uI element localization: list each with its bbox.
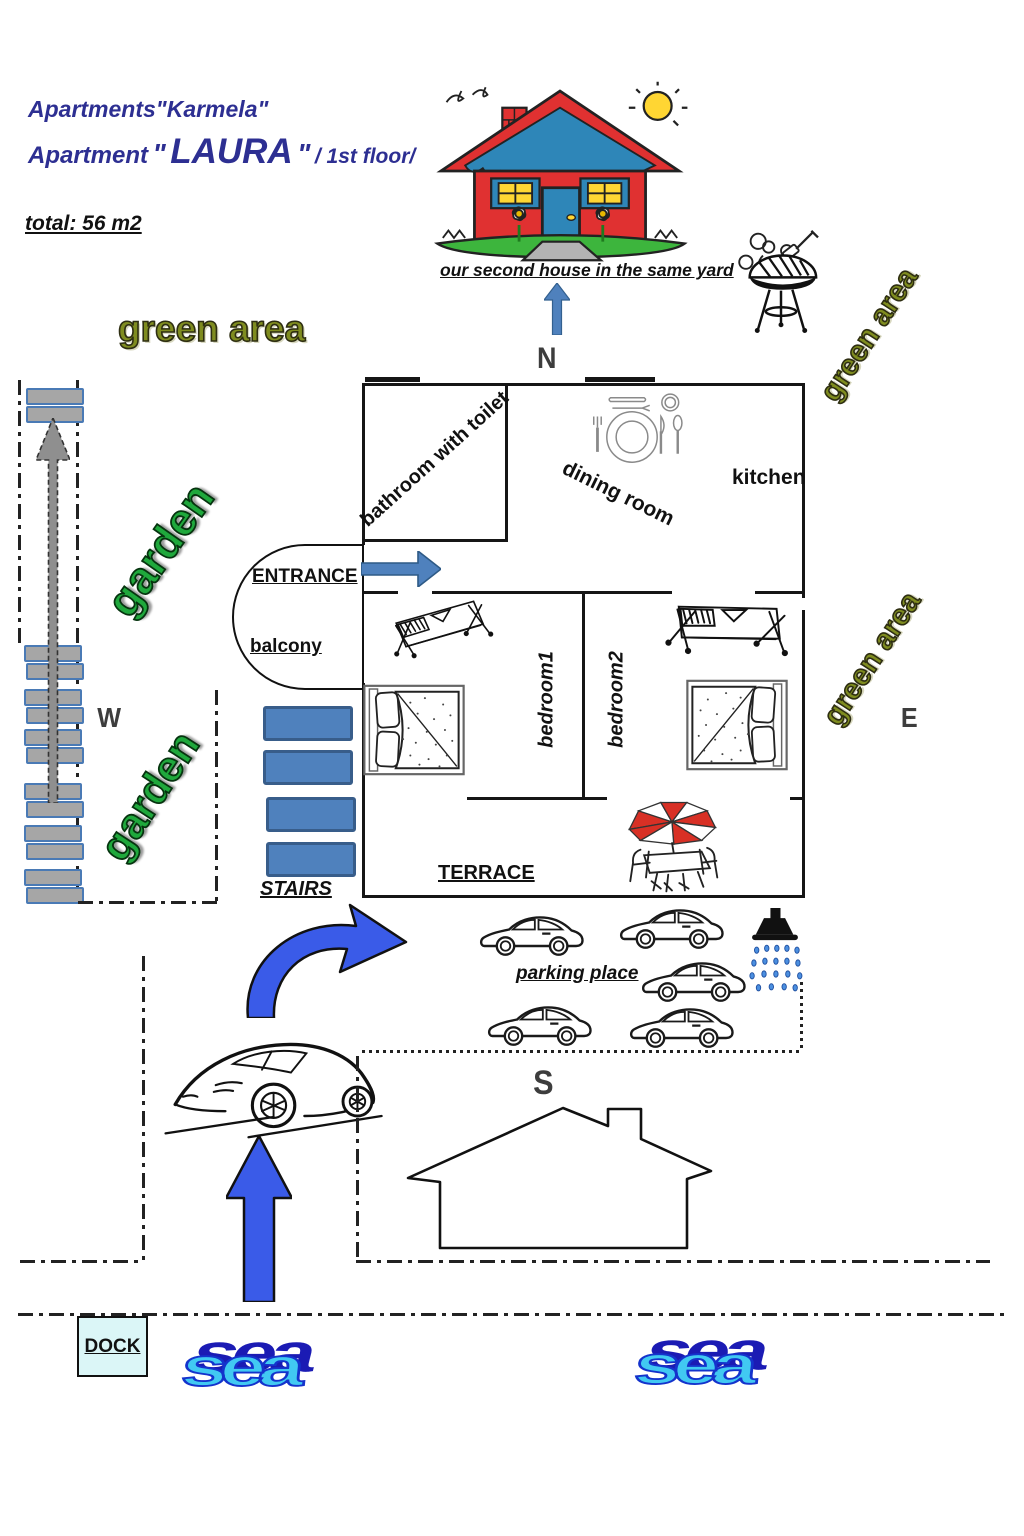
window-marker — [365, 377, 420, 382]
compass-south: S — [533, 1064, 553, 1102]
car-icon — [486, 1000, 596, 1050]
neighbour-house-outline — [406, 1106, 713, 1250]
dock-box: DOCK — [77, 1316, 148, 1377]
bbq-grill-icon — [733, 228, 829, 340]
open-quote: " — [152, 138, 166, 169]
hedge-bar — [24, 825, 82, 842]
compass-west: W — [97, 702, 121, 733]
double-bed-icon-bedroom2 — [686, 678, 788, 772]
second-house-icon — [415, 78, 705, 264]
folding-bed-icon-bedroom2 — [647, 579, 802, 679]
double-bed-icon-bedroom1 — [363, 684, 465, 776]
window-marker — [585, 377, 655, 382]
umbrella-table-icon — [620, 796, 722, 896]
car-icon — [618, 903, 728, 953]
path-border-right — [76, 380, 79, 900]
garden-border-bottom — [78, 901, 218, 904]
shoreline — [18, 1313, 1008, 1316]
stair-step — [266, 797, 356, 832]
balcony-shape — [232, 544, 364, 690]
terrace-label: TERRACE — [438, 862, 535, 884]
road-border-bottom-left — [20, 1260, 142, 1263]
sea-label-front: sea — [630, 1333, 754, 1397]
bedroom1-label: bedroom1 — [535, 651, 558, 748]
compass-east: E — [900, 702, 918, 733]
hedge-bar — [26, 801, 84, 818]
garden-label-lower: garden — [90, 722, 210, 870]
apartment-word: Apartment — [28, 142, 149, 169]
floor-note: / 1st floor/ — [314, 145, 416, 168]
parking-place-label: parking place — [516, 963, 639, 984]
hedge-bar — [26, 843, 84, 860]
folding-bed-icon-bedroom1 — [373, 586, 503, 674]
path-up-arrow-icon — [36, 418, 70, 803]
second-house-caption: our second house in the same yard — [440, 260, 734, 280]
sea-direction-arrow-icon — [226, 1136, 292, 1302]
hedge-bar — [24, 869, 82, 886]
garden-border-right — [215, 690, 218, 903]
apartment-name: LAURA — [170, 132, 293, 171]
compass-north: N — [537, 342, 556, 375]
entrance-arrow-icon — [361, 551, 441, 587]
sea-label-front: sea — [177, 1335, 301, 1399]
road-border-left — [142, 956, 145, 1263]
place-setting-icon — [562, 390, 702, 470]
garden-label-upper: garden — [95, 473, 225, 627]
hedge-bar — [26, 887, 84, 904]
bathroom-label: bathroom with toilet — [356, 387, 514, 532]
stair-step — [263, 750, 353, 785]
car-icon — [478, 910, 588, 960]
outdoor-shower-icon — [742, 906, 808, 998]
stair-step — [263, 706, 353, 741]
parking-border-bottom — [362, 1050, 803, 1053]
car-icon — [628, 1002, 738, 1052]
kitchen-label: kitchen — [732, 466, 806, 489]
dock-label: DOCK — [84, 1335, 141, 1357]
page-title-line1: Apartments"Karmela" — [28, 96, 269, 122]
car-icon — [640, 956, 750, 1006]
path-border-left — [18, 380, 21, 645]
road-border-mid — [356, 1056, 359, 1263]
stairs-label: STAIRS — [260, 878, 332, 900]
stair-step — [266, 842, 356, 877]
total-area-label: total: 56 m2 — [25, 212, 142, 235]
road-border-bottom-right — [356, 1260, 990, 1263]
green-area-label-right: green area — [816, 585, 928, 732]
parking-border-right — [800, 982, 803, 1052]
entrance-label: ENTRANCE — [252, 566, 358, 587]
hedge-bar — [26, 388, 84, 405]
green-area-label-top-left: green area — [117, 307, 306, 350]
bedroom2-label: bedroom2 — [605, 651, 628, 748]
north-arrow-icon — [544, 283, 570, 335]
close-quote: " — [297, 138, 311, 169]
balcony-label: balcony — [250, 636, 322, 657]
driveway-curved-arrow-icon — [246, 903, 408, 1018]
